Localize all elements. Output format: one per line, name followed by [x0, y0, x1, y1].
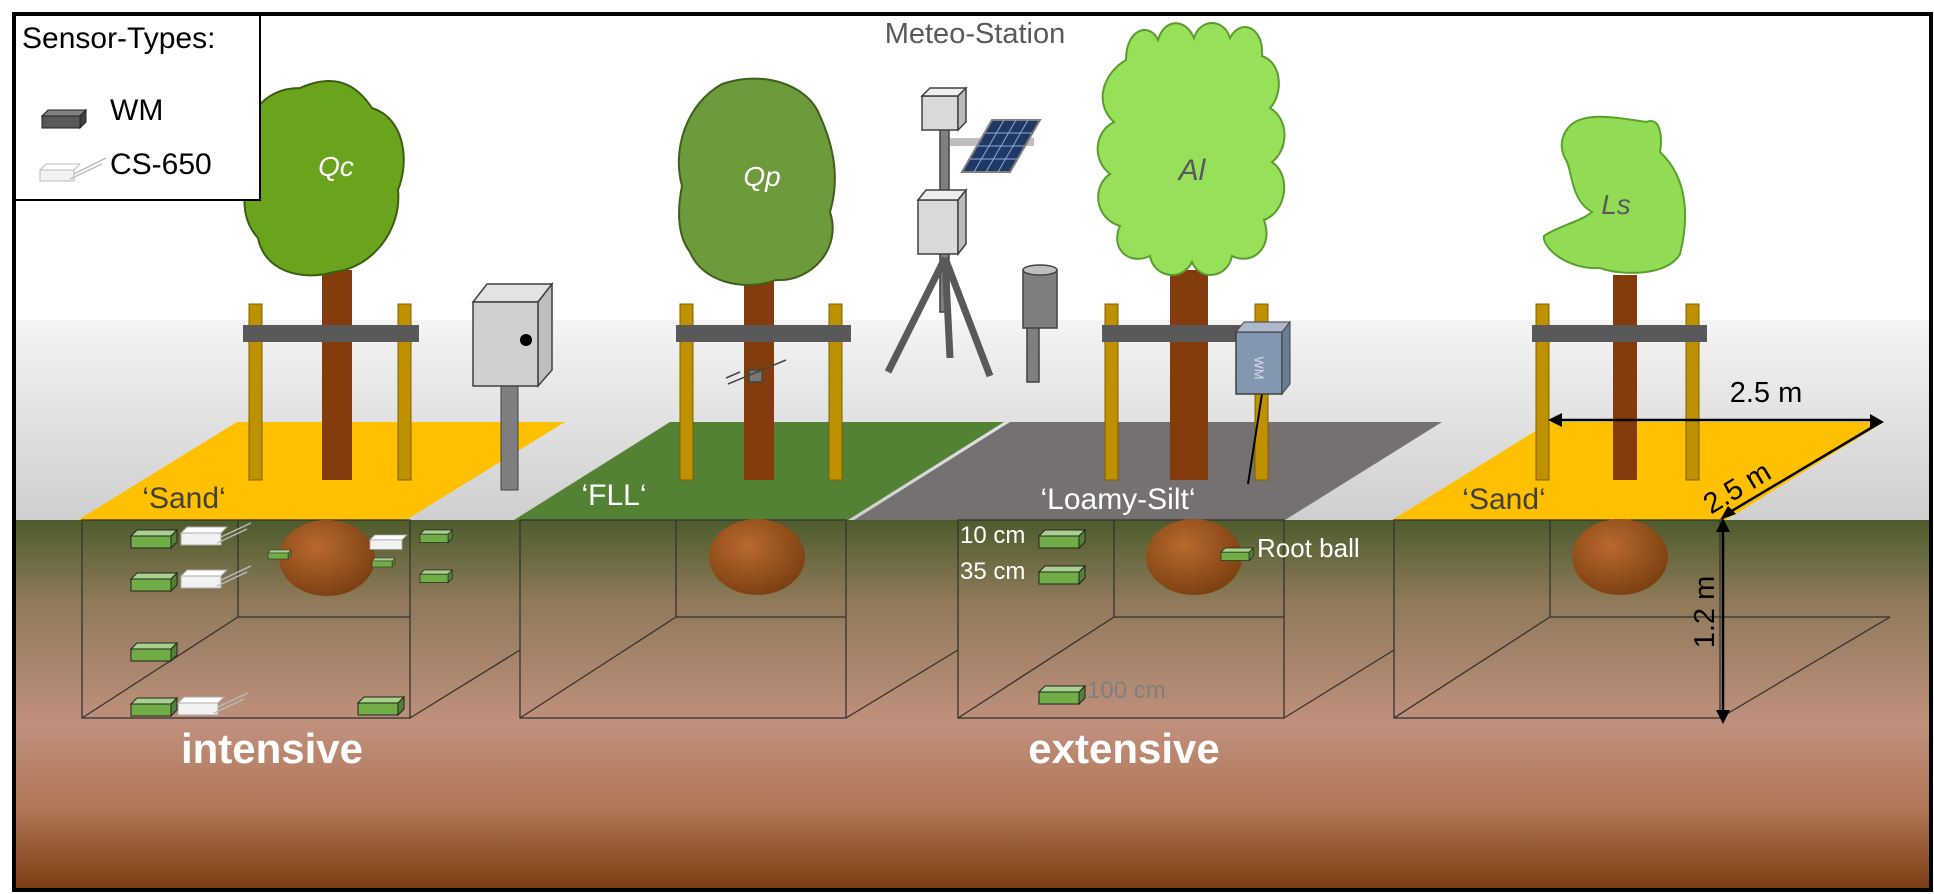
wm-sensor: [1037, 528, 1087, 550]
depth-label-35cm: 35 cm: [960, 558, 1025, 585]
soil-boxes: [81, 519, 1891, 719]
support-stake: [828, 303, 843, 481]
root-ball-4: [1572, 519, 1668, 595]
support-stake: [397, 303, 412, 481]
tree-species-label: Ls: [1601, 189, 1631, 220]
wm-logger-box: WM: [1234, 320, 1292, 485]
meteo-station-label: Meteo-Station: [885, 18, 1066, 50]
tree-4: Ls: [1532, 115, 1707, 481]
soil-box-1: [81, 519, 521, 719]
plot-surface-1: [78, 422, 565, 520]
tree-species-label: Al: [1177, 154, 1207, 187]
substrate-label: ‘Loamy-Silt‘: [1040, 483, 1195, 516]
tree-trunk: [1170, 270, 1208, 480]
support-stake: [1535, 303, 1550, 481]
root-ball-2: [709, 519, 805, 595]
dimension-depth-label: 1.2 m: [1689, 576, 1721, 649]
group-label-intensive: intensive: [181, 725, 363, 772]
wm-sensor: [267, 549, 292, 560]
dimension-arrows: [1548, 413, 1884, 724]
wm-sensor-icon: [40, 108, 88, 130]
root-ball-1: [279, 520, 375, 596]
wm-sensor: [1037, 684, 1087, 706]
wm-sensor: [129, 696, 179, 718]
support-stake: [248, 303, 263, 481]
wm-sensor: [419, 529, 454, 544]
support-stake: [1685, 303, 1700, 481]
cs650-sensor: [176, 692, 249, 716]
cs650-sensor: [179, 522, 252, 546]
tree-crown: [1542, 115, 1687, 274]
wm-sensor: [129, 571, 179, 593]
stake-crossbar: [1102, 325, 1274, 342]
tree-species-label: Qc: [318, 151, 354, 182]
tree-crown: [1096, 22, 1286, 276]
tree-1: Qc: [243, 79, 419, 481]
tree-2: Qp: [676, 77, 851, 481]
sensors-plot-1: [129, 522, 454, 718]
root-ball-3: [1146, 519, 1242, 595]
cs650-sensor: [369, 534, 408, 550]
wm-sensor: [356, 695, 406, 717]
soil-box-3: [957, 519, 1395, 719]
dimension-width-label: 2.5 m: [1730, 377, 1803, 409]
tree-3: Al: [1096, 22, 1286, 481]
legend-item-label: CS-650: [110, 148, 212, 181]
wm-sensor: [1220, 547, 1255, 562]
tree-trunk: [322, 270, 352, 480]
depth-label-10cm: 10 cm: [960, 522, 1025, 549]
rain-gauge: [1022, 269, 1058, 329]
outer-frame: [12, 12, 1933, 892]
plot-surface-3: [854, 422, 1442, 520]
stake-crossbar: [1532, 325, 1707, 342]
substrate-label: ‘Sand‘: [142, 482, 225, 515]
logger-cabinet: [471, 281, 554, 491]
wm-sensor: [129, 528, 179, 550]
root-ball-label: Root ball: [1257, 533, 1360, 563]
stake-crossbar: [676, 325, 851, 342]
wm-sensor: [129, 641, 179, 663]
soil-box-4: [1393, 519, 1891, 719]
stake-crossbar: [243, 325, 419, 342]
support-stake: [1104, 303, 1119, 481]
tree-trunk: [1613, 275, 1637, 480]
wm-sensor: [1037, 564, 1087, 586]
group-label-extensive: extensive: [1028, 725, 1219, 772]
legend-title: Sensor-Types:: [22, 22, 215, 55]
tree-crown: [677, 77, 836, 286]
depth-label-100cm: 100 cm: [1087, 677, 1166, 704]
substrate-label: ‘FLL‘: [581, 479, 646, 512]
legend: Sensor-Types: WM CS-650: [13, 13, 261, 201]
legend-item-label: WM: [110, 94, 163, 127]
meteo-station: [884, 86, 1058, 383]
soil-box-2: [519, 519, 959, 719]
substrate-label: ‘Sand‘: [1462, 483, 1545, 516]
wm-sensor: [419, 569, 454, 584]
cs650-sensor: [179, 565, 252, 589]
cs650-stem-sensor: [725, 359, 787, 385]
tree-species-label: Qp: [743, 161, 780, 192]
plot-surface-4: [1392, 422, 1884, 520]
wm-sensor: [371, 557, 396, 568]
support-stake: [679, 303, 694, 481]
cs650-sensor-icon: [38, 157, 107, 182]
logger-box-label: WM: [1252, 356, 1267, 379]
sensors-plot-3: [1037, 528, 1255, 706]
